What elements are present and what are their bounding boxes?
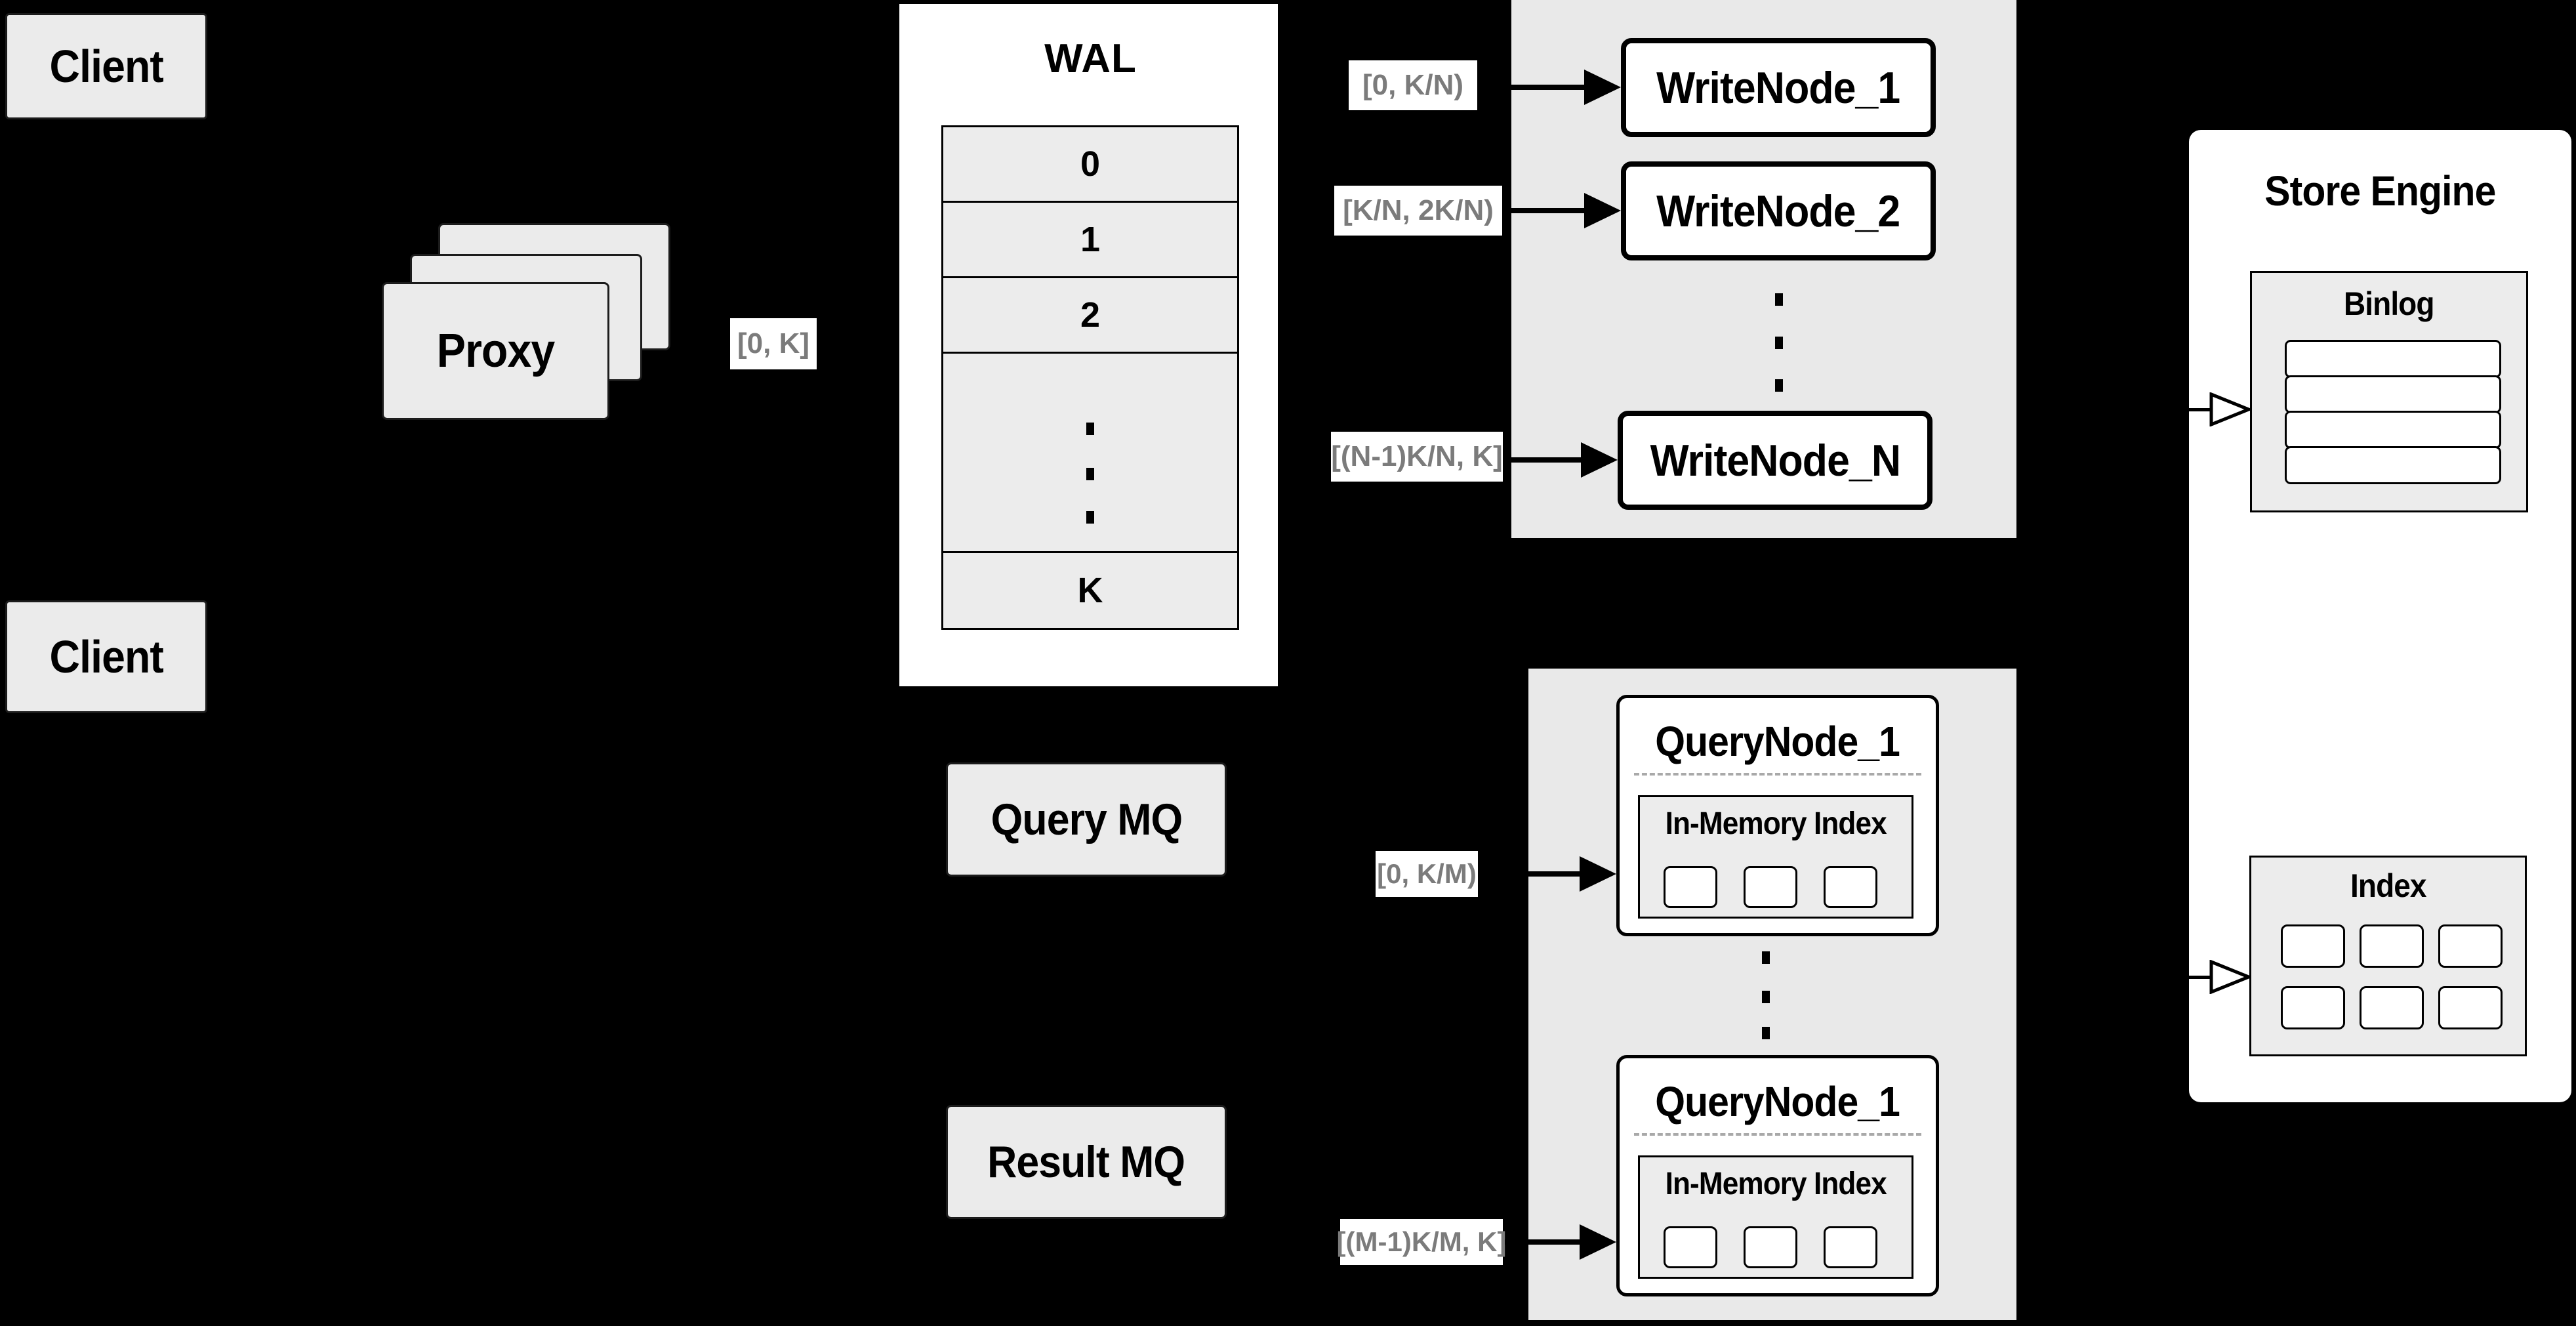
proxy-label: Proxy (436, 325, 555, 377)
arrow-head-icon (1580, 856, 1616, 892)
ellipsis-dot (1086, 423, 1094, 435)
index-cell (2360, 924, 2424, 968)
dashed-divider (1634, 1133, 1921, 1136)
query-node-top: QueryNode_1 In-Memory Index (1616, 695, 1939, 936)
query-node-bottom-title: QueryNode_1 (1655, 1078, 1901, 1125)
proxy-stack: Proxy (382, 223, 684, 420)
range-label-write-1-text: [0, K/N) (1362, 69, 1463, 101)
wal-row-ellipsis (943, 354, 1237, 553)
write-node-2: WriteNode_2 (1621, 161, 1936, 260)
memory-segment-cell (1664, 1226, 1717, 1268)
ellipsis-dot (1762, 991, 1770, 1003)
result-mq-label: Result MQ (987, 1137, 1185, 1187)
index-cell (2438, 924, 2503, 968)
range-label-write-n-text: [(N-1)K/N, K] (1331, 440, 1503, 472)
binlog-row (2285, 340, 2501, 378)
wal-row-1-text: 1 (1080, 220, 1101, 259)
client-box-top: Client (5, 13, 207, 119)
write-node-1-label: WriteNode_1 (1656, 62, 1900, 113)
arrow-head-icon (1584, 193, 1621, 228)
memory-segment-cell (1824, 1226, 1877, 1268)
binlog-row (2285, 411, 2501, 449)
query-node-bottom: QueryNode_1 In-Memory Index (1616, 1055, 1939, 1296)
range-label-write-n: [(N-1)K/N, K] (1331, 432, 1503, 482)
memory-segment-cell (1824, 866, 1877, 908)
wal-table: 0 1 2 K (941, 125, 1239, 630)
in-memory-index-title-top: In-Memory Index (1665, 806, 1887, 841)
client-bottom-label: Client (49, 631, 163, 682)
write-node-n-label: WriteNode_N (1650, 435, 1900, 486)
write-node-2-label: WriteNode_2 (1656, 186, 1900, 236)
wal-row-2-text: 2 (1080, 295, 1101, 335)
ellipsis-dot (1775, 337, 1783, 349)
range-label-write-2-text: [K/N, 2K/N) (1343, 194, 1494, 226)
open-arrow-head-icon (2209, 392, 2251, 426)
range-label-query-m-text: [(M-1)K/M, K] (1336, 1226, 1507, 1257)
binlog-row (2285, 375, 2501, 413)
ellipsis-dot (1086, 511, 1094, 524)
index-cell (2281, 924, 2345, 968)
ellipsis-dot (1775, 293, 1783, 306)
proxy-front-card: Proxy (382, 282, 609, 420)
client-top-label: Client (49, 41, 163, 92)
range-label-write-2: [K/N, 2K/N) (1334, 186, 1502, 236)
ellipsis-dot (1775, 379, 1783, 392)
store-engine-box: Store Engine Binlog Index (2189, 130, 2571, 1102)
range-label-proxy-wal-text: [0, K] (737, 327, 809, 360)
range-label-query-1-text: [0, K/M) (1377, 858, 1477, 889)
range-label-query-1: [0, K/M) (1376, 851, 1478, 897)
range-label-write-1: [0, K/N) (1349, 60, 1477, 110)
query-mq-label: Query MQ (991, 795, 1183, 844)
in-memory-index-title-bottom: In-Memory Index (1665, 1166, 1887, 1201)
wal-row-k: K (943, 553, 1237, 628)
store-engine-title: Store Engine (2264, 167, 2496, 215)
wal-box: WAL 0 1 2 K (897, 2, 1280, 688)
range-label-query-m: [(M-1)K/M, K] (1337, 1219, 1506, 1265)
write-node-1: WriteNode_1 (1621, 38, 1936, 137)
wal-title: WAL (1044, 35, 1137, 81)
ellipsis-dot (1086, 468, 1094, 480)
arrow-head-icon (1581, 442, 1618, 478)
query-mq-box: Query MQ (946, 762, 1227, 877)
binlog-title: Binlog (2344, 285, 2434, 322)
in-memory-index-box-bottom: In-Memory Index (1638, 1155, 1913, 1279)
index-title: Index (2350, 867, 2426, 904)
index-cell (2438, 986, 2503, 1029)
wal-row-0-text: 0 (1080, 144, 1101, 184)
index-cell (2281, 986, 2345, 1029)
index-cell (2360, 986, 2424, 1029)
wal-row-2: 2 (943, 278, 1237, 354)
wal-row-0: 0 (943, 127, 1237, 203)
memory-segment-cell (1744, 866, 1797, 908)
range-label-proxy-wal: [0, K] (730, 318, 817, 369)
wal-row-1: 1 (943, 203, 1237, 278)
binlog-row (2285, 446, 2501, 484)
wal-row-k-text: K (1077, 571, 1103, 610)
query-node-top-title: QueryNode_1 (1655, 718, 1901, 765)
in-memory-index-box-top: In-Memory Index (1638, 795, 1913, 919)
arrow-head-icon (1584, 70, 1621, 105)
open-arrow-head-icon (2209, 960, 2251, 994)
client-box-bottom: Client (5, 600, 207, 713)
ellipsis-dot (1762, 951, 1770, 964)
dashed-divider (1634, 773, 1921, 776)
binlog-box: Binlog (2250, 271, 2528, 512)
memory-segment-cell (1664, 866, 1717, 908)
result-mq-box: Result MQ (946, 1105, 1227, 1219)
write-node-n: WriteNode_N (1618, 411, 1932, 510)
memory-segment-cell (1744, 1226, 1797, 1268)
ellipsis-dot (1762, 1027, 1770, 1039)
arrow-head-icon (1580, 1224, 1616, 1260)
index-box: Index (2249, 856, 2527, 1056)
